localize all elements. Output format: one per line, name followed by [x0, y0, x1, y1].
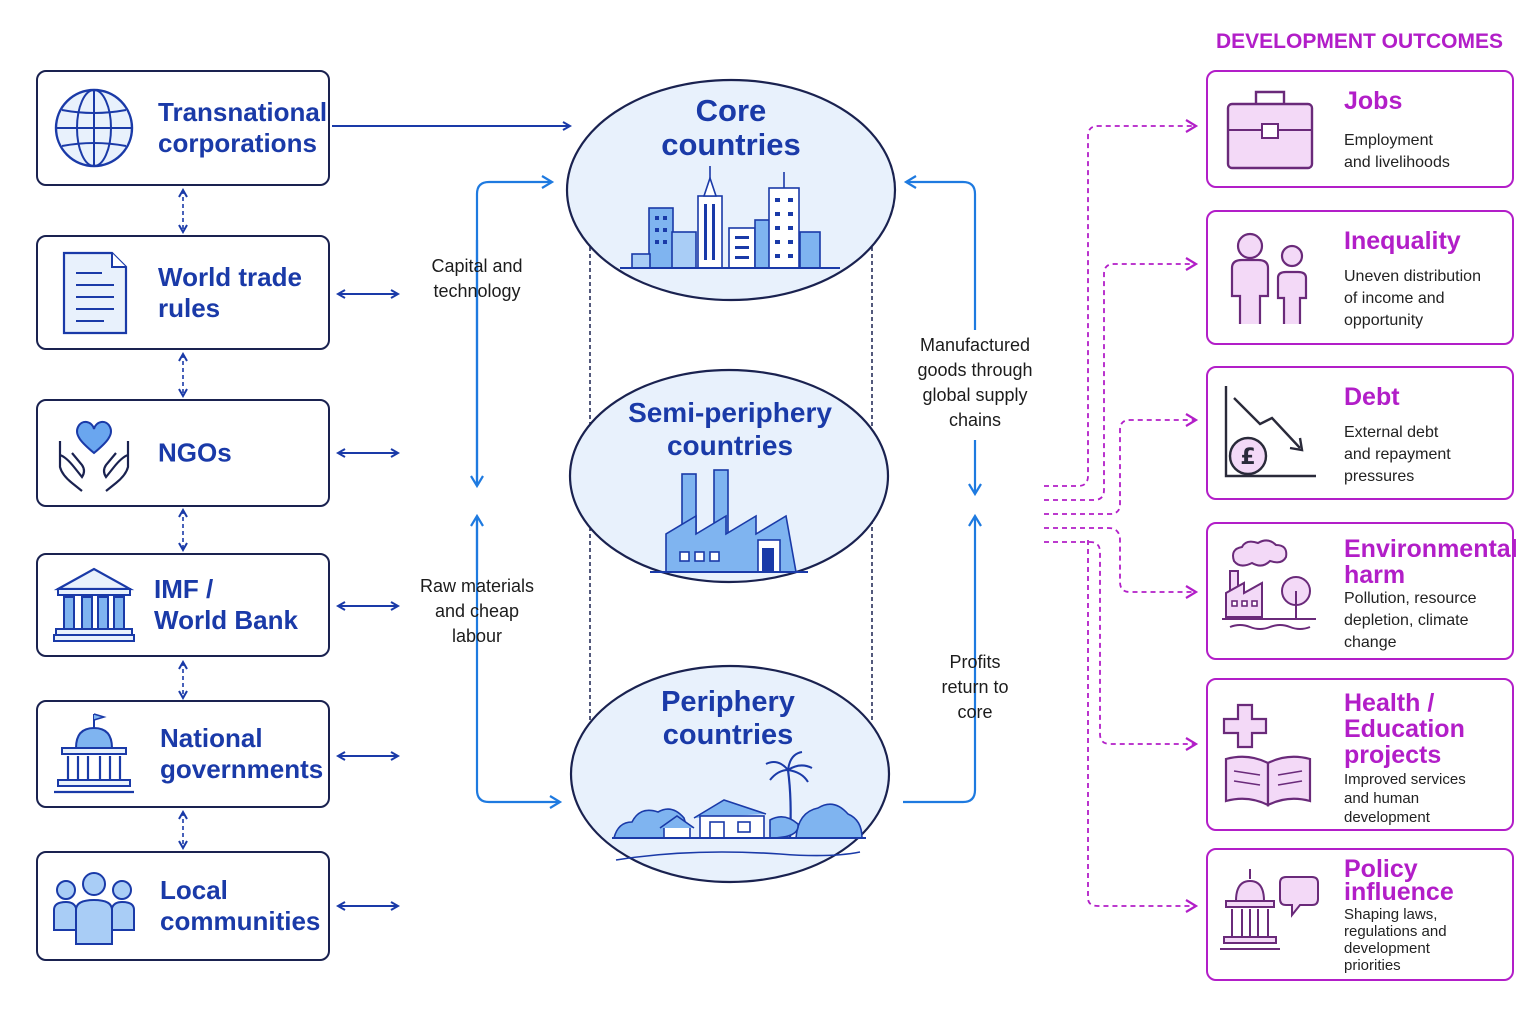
- outcome-title: Inequality: [1344, 227, 1461, 255]
- actor-label: Local communities: [160, 875, 321, 936]
- outcome-description: Pollution, resource depletion, climate c…: [1344, 590, 1477, 651]
- outcome-title: Policy influence: [1344, 855, 1454, 906]
- svg-text:£: £: [1240, 445, 1255, 470]
- outcome-arrows: [1044, 119, 1199, 913]
- outcome-description: External debt and repayment pressures: [1344, 424, 1451, 485]
- actor-national-governments[interactable]: National governments: [36, 700, 330, 808]
- actor-local-communities[interactable]: Local communities: [36, 851, 330, 961]
- outcome-title: Health / Education projects: [1344, 689, 1465, 769]
- actor-imf-world-bank[interactable]: IMF / World Bank: [36, 553, 330, 657]
- actor-transnational-corporations[interactable]: Transnational corporations: [36, 70, 330, 186]
- actor-label: Transnational corporations: [158, 97, 328, 158]
- village-palm-icon: [612, 751, 866, 861]
- health-book-icon: [1222, 703, 1312, 807]
- heart-hands-icon: [58, 421, 130, 492]
- factory-icon: [650, 469, 808, 573]
- outcome-title: Debt: [1344, 383, 1400, 411]
- actor-label: IMF / World Bank: [154, 574, 298, 635]
- raw-materials-label: Raw materials and cheap labour: [419, 576, 535, 646]
- outcome-debt[interactable]: £ Debt External debt and repayment press…: [1206, 366, 1514, 500]
- people-icon: [1230, 232, 1308, 324]
- profits-label: Profits return to core: [941, 652, 1009, 722]
- outcome-description: Improved services and human development: [1344, 771, 1466, 826]
- left-flow-loop: [470, 175, 563, 809]
- semi-periphery-label: Semi-periphery countries: [628, 397, 832, 461]
- right-flow-loop: [903, 175, 982, 804]
- outcome-title: Jobs: [1344, 87, 1403, 115]
- people-icon: [53, 872, 135, 945]
- outcome-title: Environmental harm: [1344, 535, 1518, 589]
- city-skyline-icon: [620, 166, 840, 269]
- periphery-countries-label: Periphery countries: [661, 686, 795, 751]
- outcome-health-education[interactable]: Health / Education projects Improved ser…: [1206, 678, 1514, 831]
- outcome-description: Employment and livelihoods: [1344, 132, 1450, 171]
- outcome-description: Uneven distribution of income and opport…: [1344, 268, 1481, 329]
- capitol-speech-icon: [1220, 869, 1319, 950]
- outcome-jobs[interactable]: Jobs Employment and livelihoods: [1206, 70, 1514, 188]
- actor-label: National governments: [160, 723, 324, 784]
- actor-double-arrows: [338, 294, 398, 906]
- development-outcomes-header: DEVELOPMENT OUTCOMES: [1216, 30, 1504, 53]
- outcome-environmental-harm[interactable]: Environmental harm Pollution, resource d…: [1206, 522, 1518, 660]
- document-icon: [62, 251, 128, 334]
- outcome-description: Shaping laws, regulations and developmen…: [1344, 906, 1447, 974]
- globe-icon: [54, 88, 134, 168]
- capitol-icon: [54, 713, 134, 794]
- actor-world-trade-rules[interactable]: World trade rules: [36, 235, 330, 350]
- outcome-inequality[interactable]: Inequality Uneven distribution of income…: [1206, 210, 1514, 345]
- debt-chart-icon: £: [1224, 386, 1316, 478]
- semi-periphery-ellipse: [568, 368, 890, 584]
- actor-label: World trade rules: [158, 261, 302, 323]
- actor-ngos[interactable]: NGOs: [36, 399, 330, 507]
- briefcase-icon: [1226, 90, 1314, 170]
- manufactured-goods-label: Manufactured goods through global supply…: [917, 335, 1033, 430]
- core-countries-label: Core countries: [661, 93, 801, 162]
- actor-label: NGOs: [158, 437, 232, 468]
- capital-technology-label: Capital and technology: [431, 256, 523, 301]
- outcome-policy-influence[interactable]: Policy influence Shaping laws, regulatio…: [1206, 848, 1514, 981]
- bank-icon: [53, 567, 135, 642]
- factory-pollution-icon: [1222, 539, 1316, 630]
